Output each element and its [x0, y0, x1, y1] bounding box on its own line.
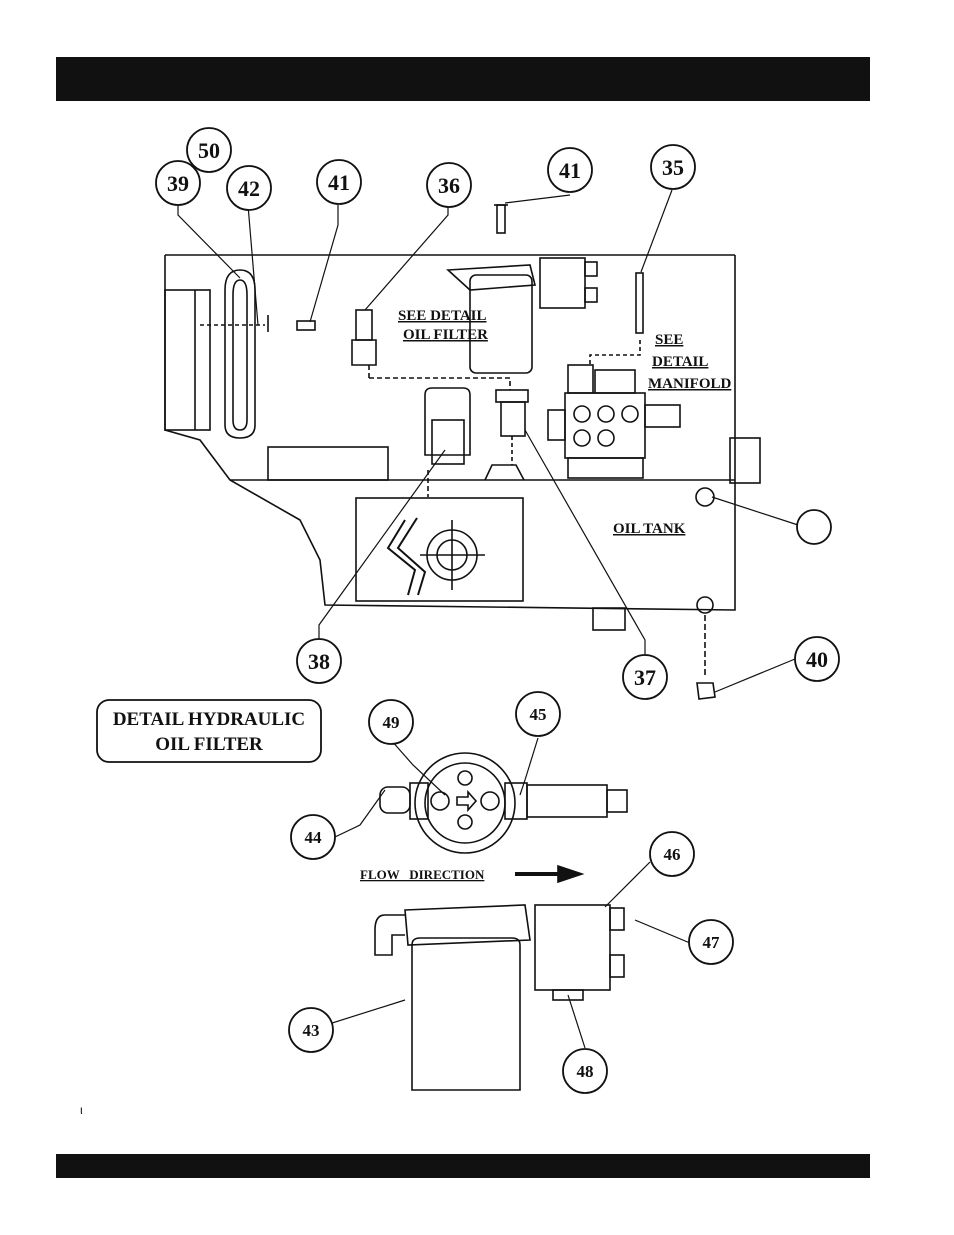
detail-title-line2: OIL FILTER: [155, 734, 263, 755]
callouts: [156, 128, 839, 1093]
callout-text-47: 47: [703, 933, 721, 952]
margin-mark: ι: [80, 1103, 83, 1117]
callout-text-45: 45: [530, 705, 547, 724]
plug-40: [696, 488, 715, 699]
callout-text-41a: 41: [328, 170, 350, 195]
callout-text-42: 42: [238, 176, 260, 201]
tube-35: [636, 273, 643, 333]
strainer-37: [485, 390, 528, 480]
callout-text-35: 35: [662, 155, 684, 180]
detail-title-box: DETAIL HYDRAULIC OIL FILTER: [97, 700, 321, 762]
callout-text-43: 43: [303, 1021, 320, 1040]
filter-assembly-top: [448, 205, 597, 373]
see-detail-manifold-line2: DETAIL: [652, 354, 708, 370]
access-cover: [356, 498, 523, 601]
callout-text-37: 37: [634, 665, 656, 690]
callout-text-39: 39: [167, 171, 189, 196]
callout-text-49: 49: [383, 713, 400, 732]
callout-text-40: 40: [806, 647, 828, 672]
bolt-left: [297, 321, 315, 330]
callout-text-44: 44: [305, 828, 323, 847]
return-tube: [225, 270, 255, 438]
callout-text-50: 50: [198, 138, 220, 163]
callout-text-38: 38: [308, 649, 330, 674]
flow-direction-label: FLOW DIRECTION: [360, 867, 485, 882]
see-detail-manifold-line3: MANIFOLD: [648, 376, 731, 392]
callout-text-48: 48: [577, 1062, 594, 1081]
oil-tank-label: OIL TANK: [613, 521, 686, 537]
see-detail-manifold-line1: SEE: [655, 332, 683, 348]
callout-text-46: 46: [664, 845, 681, 864]
see-detail-oil-filter-line2: OIL FILTER: [403, 327, 488, 343]
callout-blank: [797, 510, 831, 544]
see-detail-oil-filter-line1: SEE DETAIL: [398, 308, 487, 324]
callout-text-36: 36: [438, 173, 460, 198]
detail-title-line1: DETAIL HYDRAULIC: [113, 709, 305, 730]
flow-arrow: [515, 866, 582, 882]
callout-text-41b: 41: [559, 158, 581, 183]
